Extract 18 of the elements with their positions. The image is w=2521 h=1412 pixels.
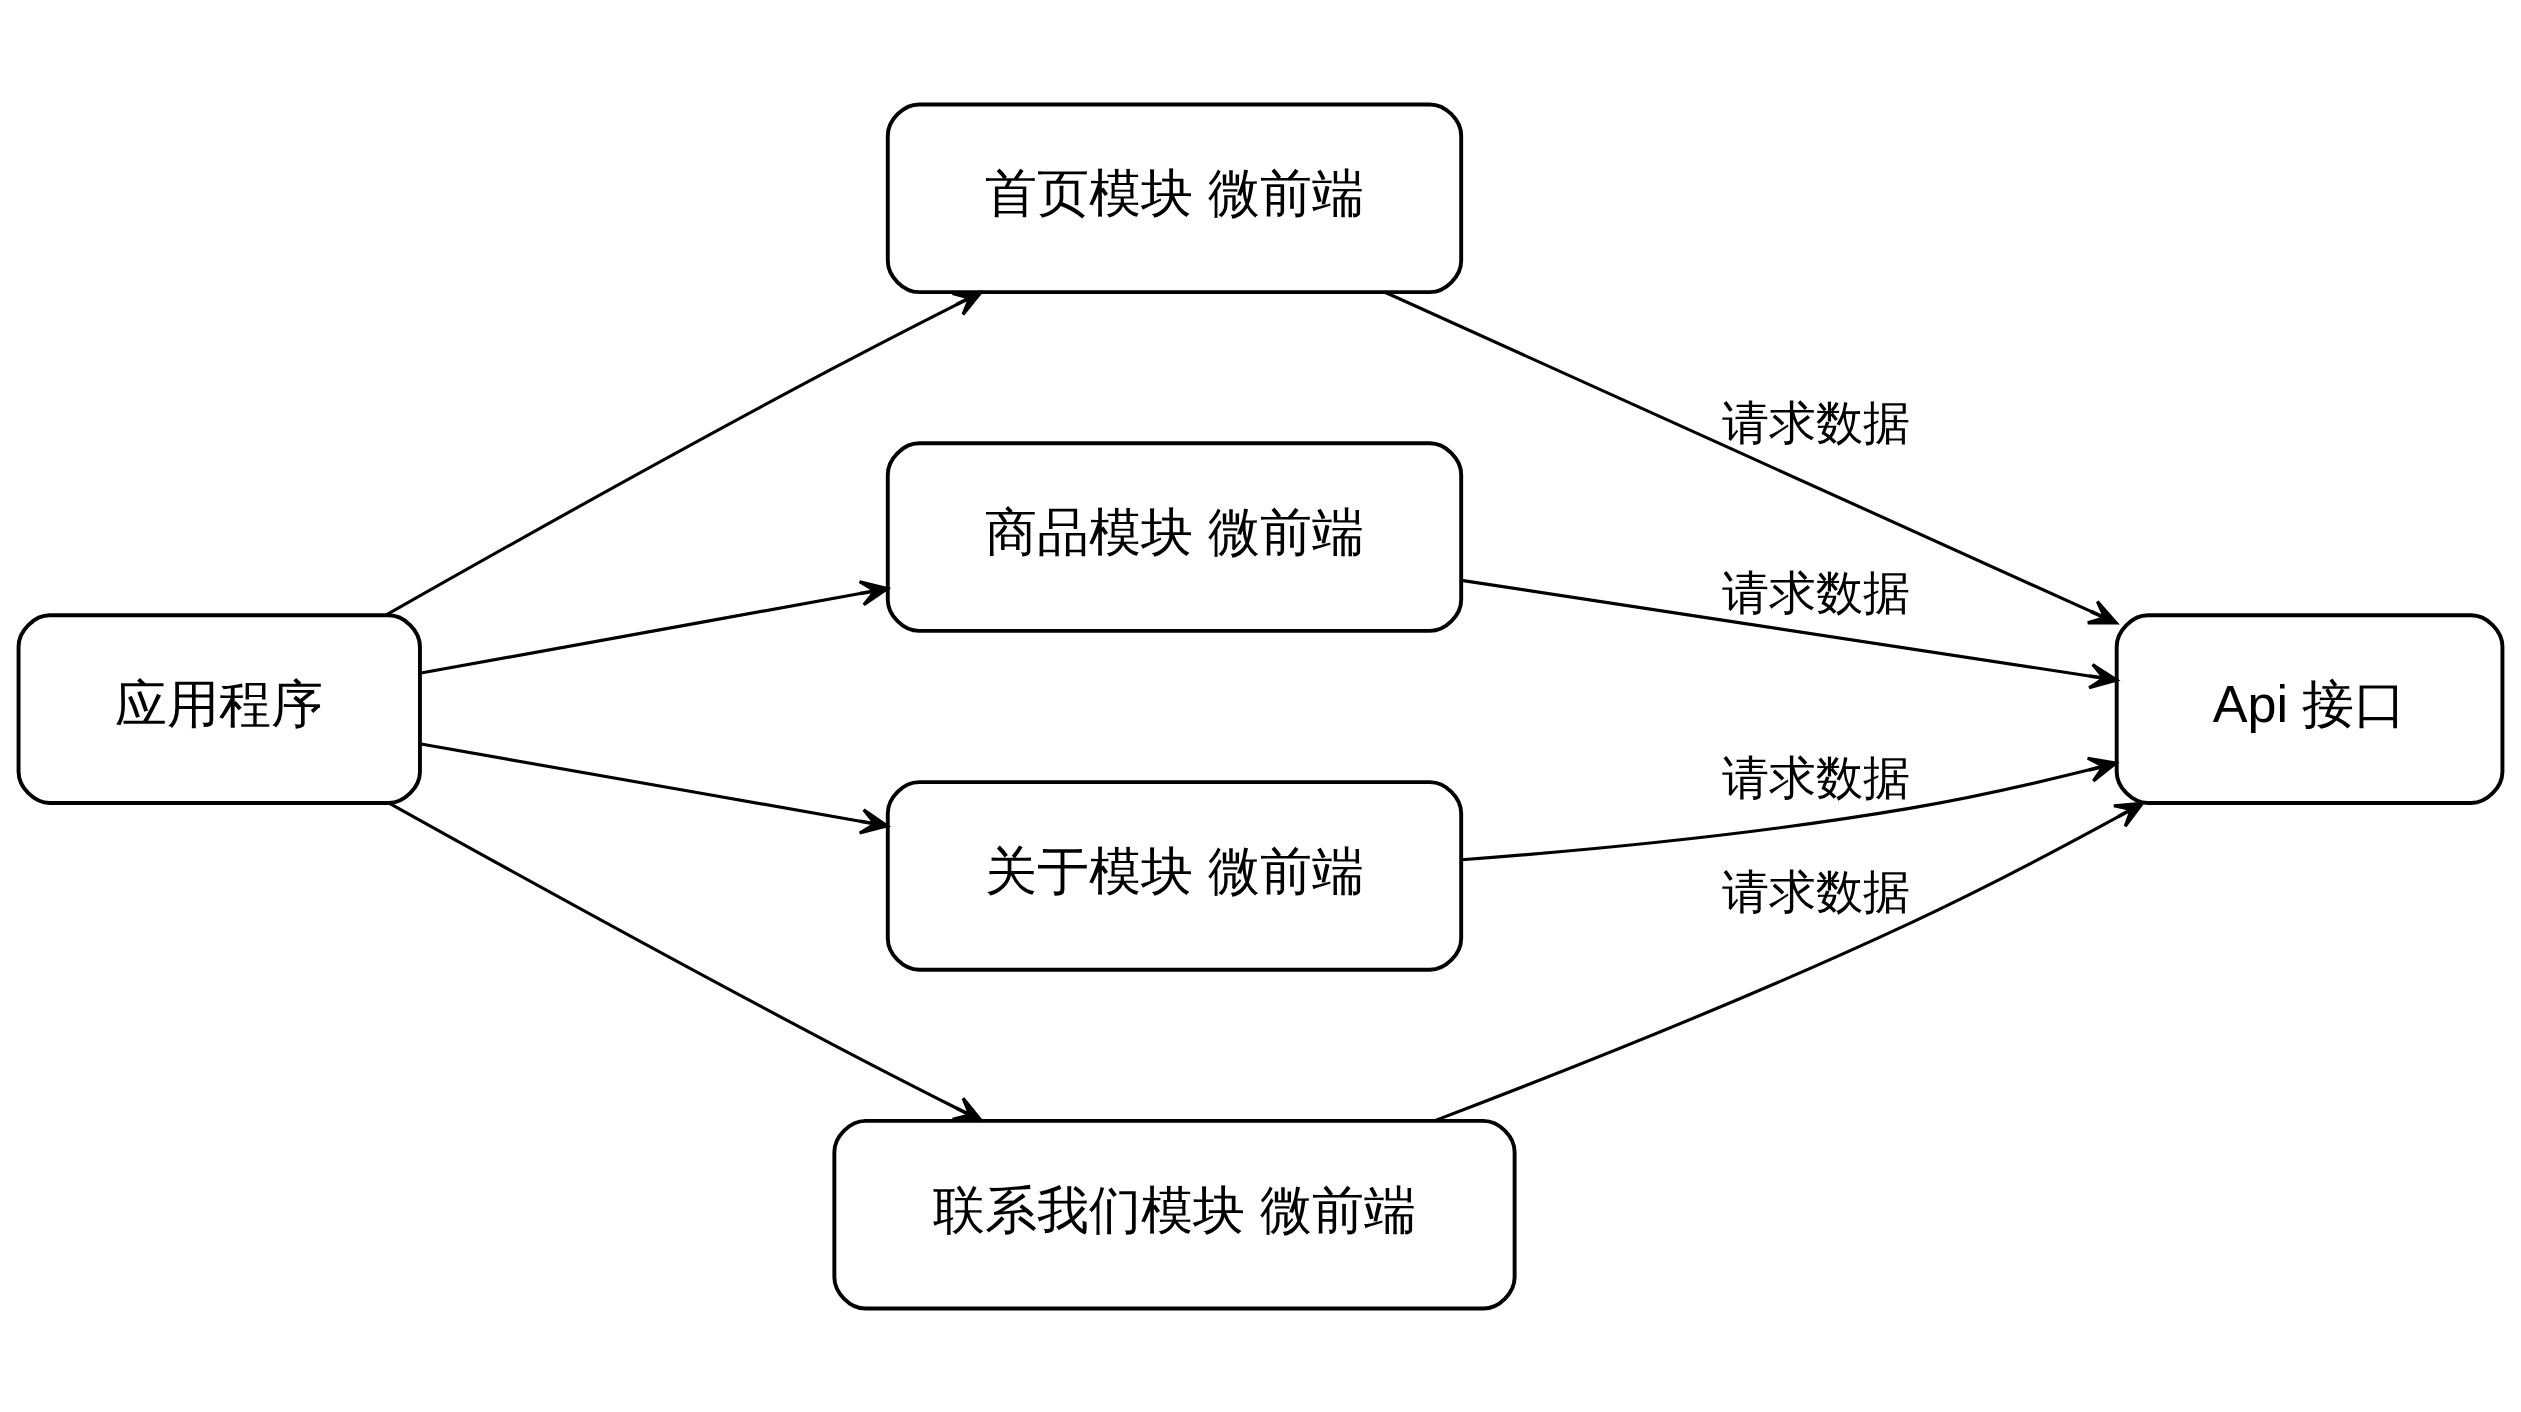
- arrow: [1461, 756, 2118, 861]
- edge-label: 请求数据: [1721, 396, 1910, 449]
- edge-label: 请求数据: [1721, 751, 1910, 804]
- arrow: [1384, 290, 2118, 624]
- arrow: [389, 801, 983, 1122]
- node-box: 首页模块 微前端: [885, 101, 1464, 294]
- arrow: [1434, 801, 2144, 1122]
- node-box: 应用程序: [16, 612, 422, 805]
- arrow: [420, 742, 889, 835]
- edge-label: 请求数据: [1721, 566, 1910, 618]
- node-box: 关于模块 微前端: [885, 779, 1464, 972]
- arrow: [420, 579, 889, 675]
- node-box: 联系我们模块 微前端: [832, 1118, 1517, 1311]
- node-box: Api 接口: [2114, 612, 2505, 805]
- node-box: 商品模块 微前端: [885, 440, 1464, 633]
- arrow: [385, 290, 983, 616]
- edge-label: 请求数据: [1721, 865, 1910, 918]
- arrow: [1461, 578, 2119, 689]
